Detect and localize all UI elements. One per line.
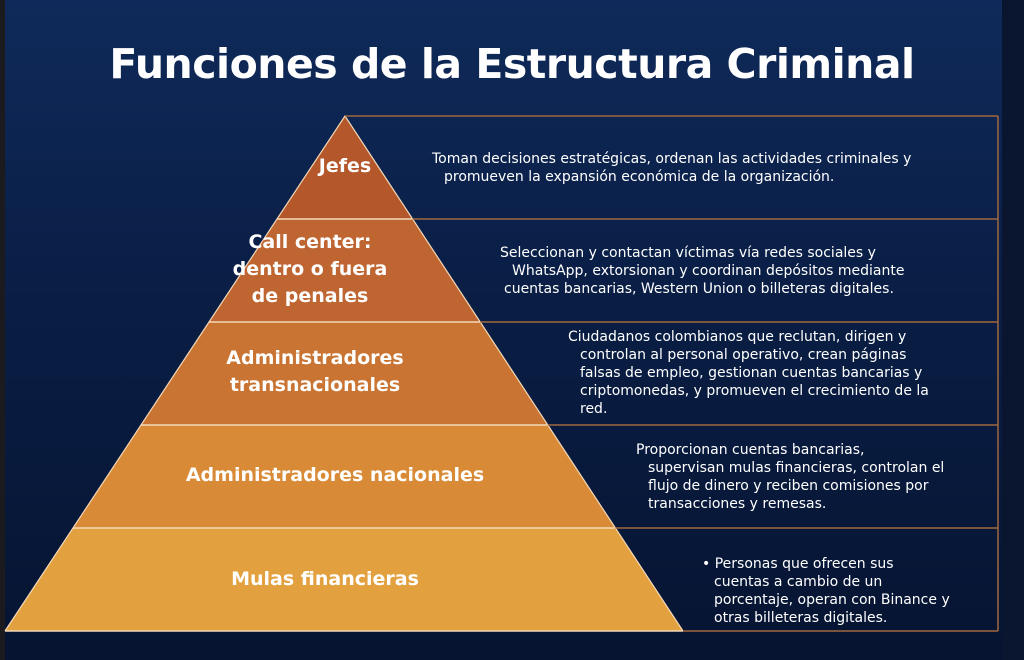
level-label-line: Administradores <box>226 347 404 369</box>
level-label-line: dentro o fuera <box>232 258 388 280</box>
desc-line: Seleccionan y contactan víctimas vía red… <box>500 245 876 261</box>
level-mulas: Mulas financieras <box>231 568 419 590</box>
desc-line: • Personas que ofrecen sus <box>702 556 894 572</box>
pyramid-band <box>209 219 481 322</box>
level-admin-transnacionales: Administradores transnacionales <box>215 345 415 399</box>
desc-line: promueven la expansión económica de la o… <box>444 169 835 185</box>
desc-line: Toman decisiones estratégicas, ordenan l… <box>432 151 912 167</box>
desc-line: cuentas bancarias, Western Union o bille… <box>504 281 894 297</box>
level-jefes: Jefes <box>318 155 372 177</box>
description-admin-transnacionales: Ciudadanos colombianos que reclutan, dir… <box>568 328 929 418</box>
desc-line: red. <box>580 401 608 417</box>
desc-line: supervisan mulas financieras, controlan … <box>648 460 945 476</box>
level-call-center: Call center: dentro o fuera de penales <box>230 229 390 310</box>
desc-line: controlan al personal operativo, crean p… <box>580 347 907 363</box>
desc-line: WhatsApp, extorsionan y coordinan depósi… <box>512 263 905 279</box>
desc-line: criptomonedas, y promueven el crecimient… <box>580 383 929 399</box>
desc-line: cuentas a cambio de un <box>714 574 883 590</box>
desc-line: porcentaje, operan con Binance y <box>714 592 950 608</box>
description-admin-nacionales: Proporcionan cuentas bancarias, supervis… <box>636 441 944 513</box>
right-edge <box>1002 0 1024 660</box>
desc-line: Ciudadanos colombianos que reclutan, dir… <box>568 329 907 345</box>
level-admin-nacionales: Administradores nacionales <box>185 464 485 486</box>
description-call-center: Seleccionan y contactan víctimas vía red… <box>500 244 904 298</box>
pyramid-band <box>5 528 683 631</box>
pyramid-band <box>141 322 548 425</box>
pyramid-band <box>277 116 413 219</box>
level-label-line: Call center: <box>248 231 372 253</box>
desc-line: transacciones y remesas. <box>648 496 827 512</box>
desc-line: otras billeteras digitales. <box>714 610 888 626</box>
pyramid-band <box>73 425 616 528</box>
desc-line: Proporcionan cuentas bancarias, <box>636 442 865 458</box>
level-label-line: transnacionales <box>229 374 401 396</box>
desc-line: falsas de empleo, gestionan cuentas banc… <box>580 365 923 381</box>
desc-line: flujo de dinero y reciben comisiones por <box>648 478 929 494</box>
page-title: Funciones de la Estructura Criminal <box>109 40 915 88</box>
description-jefes: Toman decisiones estratégicas, ordenan l… <box>432 150 911 186</box>
level-label-line: de penales <box>251 285 369 307</box>
description-mulas: • Personas que ofrecen sus cuentas a cam… <box>702 555 950 627</box>
left-edge <box>0 0 5 660</box>
